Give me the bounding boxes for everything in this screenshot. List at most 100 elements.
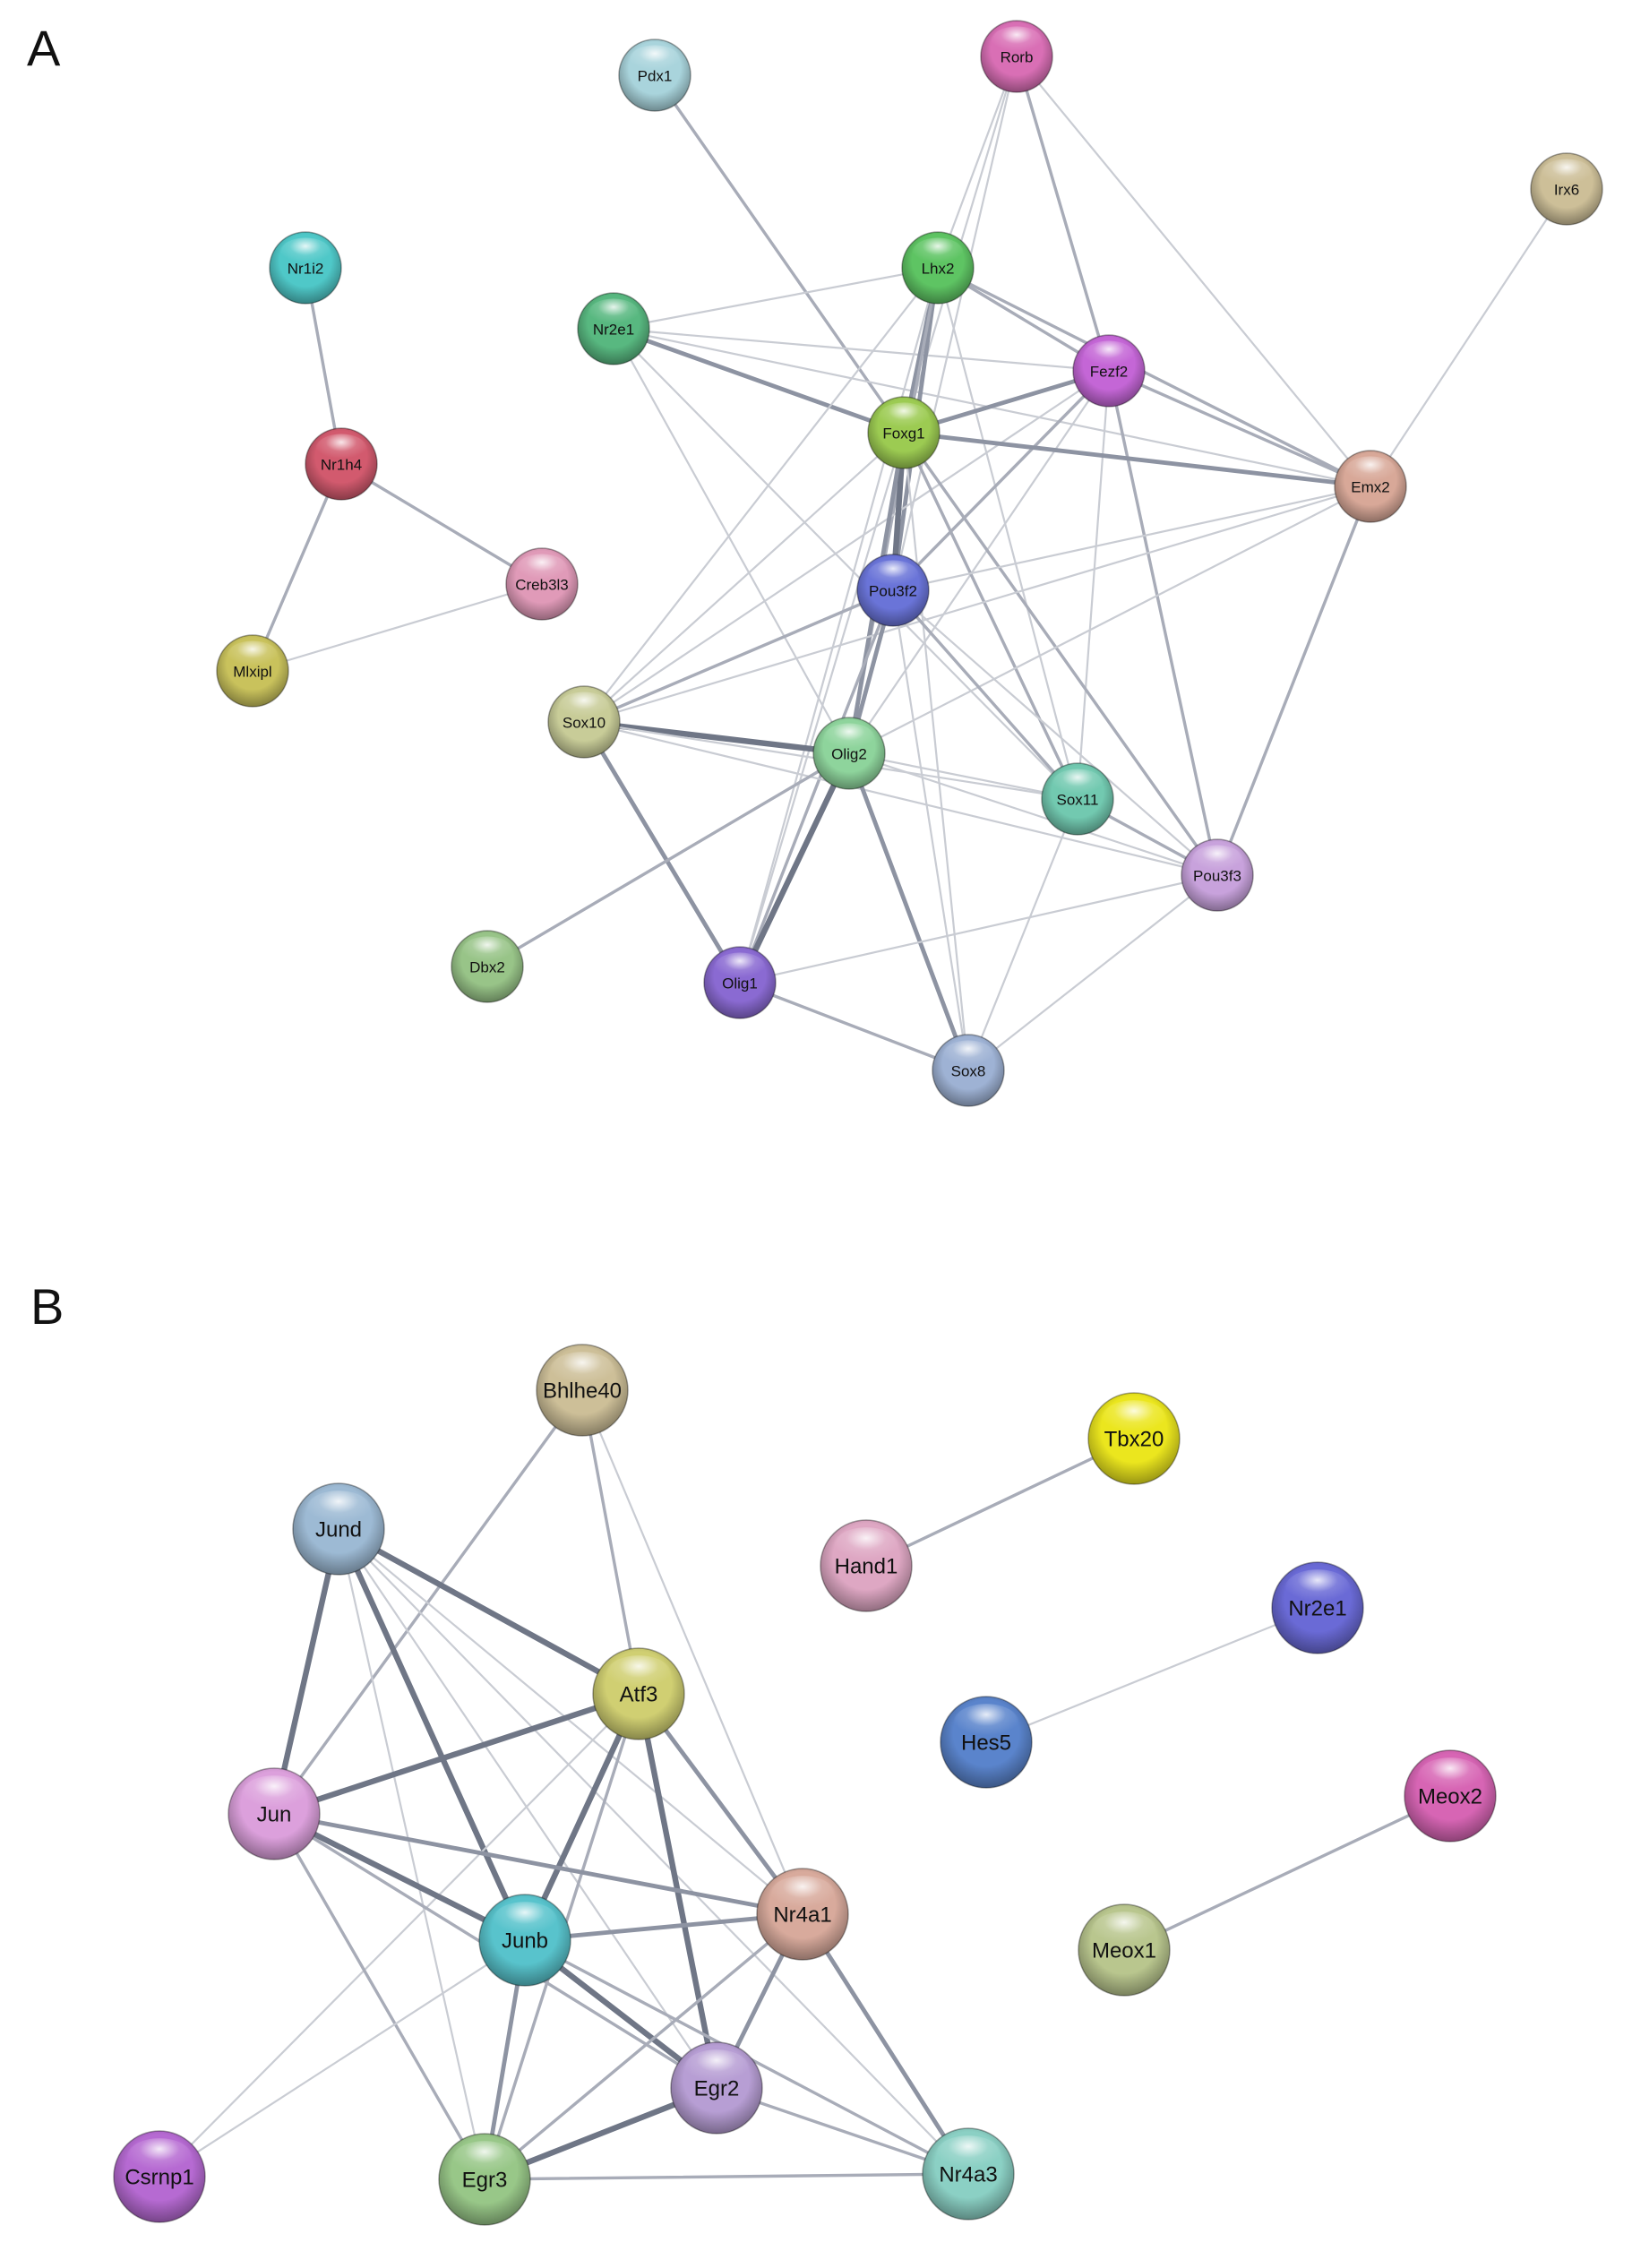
node-meox2[interactable]: Meox2 [1404, 1749, 1497, 1843]
node-nr1h4[interactable]: Nr1h4 [305, 427, 378, 501]
edge-bhlhe40-atf3 [580, 1388, 640, 1696]
edge-irx6-emx2 [1369, 187, 1568, 488]
node-junb[interactable]: Junb [478, 1894, 571, 1987]
node-highlight [953, 1704, 1019, 1742]
edge-jund-junb [335, 1525, 528, 1944]
node-mlxipl[interactable]: Mlxipl [216, 634, 289, 708]
node-lhx2[interactable]: Lhx2 [901, 231, 975, 305]
edge-foxg1-sox10 [582, 431, 906, 724]
node-highlight [878, 402, 930, 434]
edge-emx2-pou3f2 [891, 485, 1372, 592]
edge-foxg1-sox11 [902, 431, 1079, 801]
node-olig1[interactable]: Olig1 [703, 946, 777, 1019]
node-tbx20[interactable]: Tbx20 [1087, 1392, 1181, 1485]
node-emx2[interactable]: Emx2 [1334, 450, 1407, 523]
edge-lhx2-sox10 [582, 266, 940, 724]
edge-olig2-pou3f3 [847, 752, 1219, 877]
panel-a-edges [251, 55, 1568, 1073]
node-highlight [227, 640, 279, 671]
node-pou3f2[interactable]: Pou3f2 [856, 554, 930, 627]
node-highlight [935, 2135, 1001, 2175]
node-csrnp1[interactable]: Csrnp1 [113, 2130, 206, 2223]
node-meox1[interactable]: Meox1 [1078, 1903, 1171, 1997]
edge-sox10-olig2 [580, 718, 853, 757]
edge-jund-nr4a1 [337, 1527, 804, 1916]
node-nr1i2[interactable]: Nr1i2 [269, 231, 342, 305]
node-bhlhe40[interactable]: Bhlhe40 [536, 1344, 629, 1437]
edge-nr2e1-foxg1 [611, 326, 906, 435]
node-nr4a3[interactable]: Nr4a3 [922, 2127, 1015, 2221]
edge-fezf2-emx2 [1107, 369, 1372, 488]
node-hes5[interactable]: Hes5 [940, 1696, 1033, 1789]
node-highlight [1344, 456, 1396, 486]
edge-fezf2-pou3f2 [891, 369, 1111, 592]
node-nr2e1[interactable]: Nr2e1 [577, 292, 650, 365]
edge-junb-nr4a1 [522, 1911, 805, 1943]
node-jund[interactable]: Jund [292, 1482, 385, 1576]
edge-atf3-csrnp1 [158, 1692, 640, 2178]
node-creb3l3[interactable]: Creb3l3 [505, 547, 579, 621]
edge-pdx1-foxg1 [653, 73, 906, 434]
node-label: Dbx2 [469, 959, 505, 976]
edge-jund-egr2 [337, 1527, 718, 2090]
node-label: Tbx20 [1104, 1428, 1164, 1452]
node-label: Bhlhe40 [543, 1379, 622, 1404]
edge-jun-egr3 [272, 1812, 486, 2181]
panel-a-label: A [27, 20, 61, 76]
node-label: Nr1h4 [321, 457, 362, 474]
node-sox8[interactable]: Sox8 [932, 1034, 1005, 1107]
node-jun[interactable]: Jun [228, 1767, 321, 1860]
node-sox10[interactable]: Sox10 [547, 685, 621, 759]
node-highlight [558, 692, 610, 722]
node-label: Nr4a1 [773, 1903, 831, 1928]
node-sox11[interactable]: Sox11 [1041, 762, 1114, 836]
node-label: Foxg1 [882, 425, 924, 442]
node-nr4a1[interactable]: Nr4a1 [756, 1868, 849, 1961]
node-highlight [549, 1352, 615, 1390]
edge-egr3-nr4a3 [483, 2172, 970, 2181]
node-label: Junb [502, 1929, 548, 1954]
node-highlight [588, 298, 640, 330]
edge-emx2-sox10 [582, 485, 1372, 724]
edge-bhlhe40-nr4a1 [580, 1388, 804, 1916]
edge-jund-nr4a3 [337, 1527, 970, 2176]
node-dbx2[interactable]: Dbx2 [451, 930, 524, 1003]
node-label: Pou3f2 [869, 583, 917, 600]
node-hand1[interactable]: Hand1 [820, 1519, 913, 1612]
node-label: Mlxipl [233, 664, 271, 681]
node-egr3[interactable]: Egr3 [438, 2133, 531, 2226]
node-label: Csrnp1 [125, 2166, 193, 2190]
node-highlight [492, 1902, 558, 1941]
node-label: Meox1 [1092, 1939, 1156, 1963]
node-label: Hes5 [961, 1731, 1011, 1756]
node-highlight [451, 2141, 518, 2180]
node-fezf2[interactable]: Fezf2 [1072, 334, 1146, 408]
node-egr2[interactable]: Egr2 [670, 2041, 763, 2135]
edge-olig2-sox11 [847, 752, 1079, 801]
node-label: Sox11 [1057, 792, 1099, 809]
node-pou3f3[interactable]: Pou3f3 [1181, 838, 1254, 912]
node-label: Fezf2 [1090, 364, 1129, 381]
node-pdx1[interactable]: Pdx1 [618, 39, 691, 112]
node-label: Nr1i2 [288, 261, 324, 278]
node-highlight [305, 1491, 372, 1529]
node-highlight [461, 936, 513, 966]
node-highlight [942, 1040, 994, 1070]
edge-fezf2-sox11 [1076, 369, 1111, 801]
node-label: Lhx2 [922, 261, 955, 278]
node-label: Jund [315, 1518, 362, 1542]
node-label: Pdx1 [638, 68, 673, 85]
node-irx6[interactable]: Irx6 [1530, 152, 1603, 226]
edge-pou3f2-sox11 [891, 588, 1079, 801]
edge-mlxipl-creb3l3 [251, 582, 544, 673]
node-olig2[interactable]: Olig2 [812, 717, 886, 790]
node-nr2e1[interactable]: Nr2e1 [1271, 1561, 1364, 1654]
node-rorb[interactable]: Rorb [980, 20, 1053, 93]
edge-emx2-pou3f3 [1215, 485, 1372, 877]
node-atf3[interactable]: Atf3 [592, 1647, 685, 1740]
node-label: Pou3f3 [1193, 868, 1241, 885]
edge-fezf2-olig2 [847, 369, 1111, 755]
edge-jund-atf3 [335, 1525, 642, 1697]
edge-nr2e1-fezf2 [612, 327, 1111, 373]
node-foxg1[interactable]: Foxg1 [867, 396, 941, 469]
